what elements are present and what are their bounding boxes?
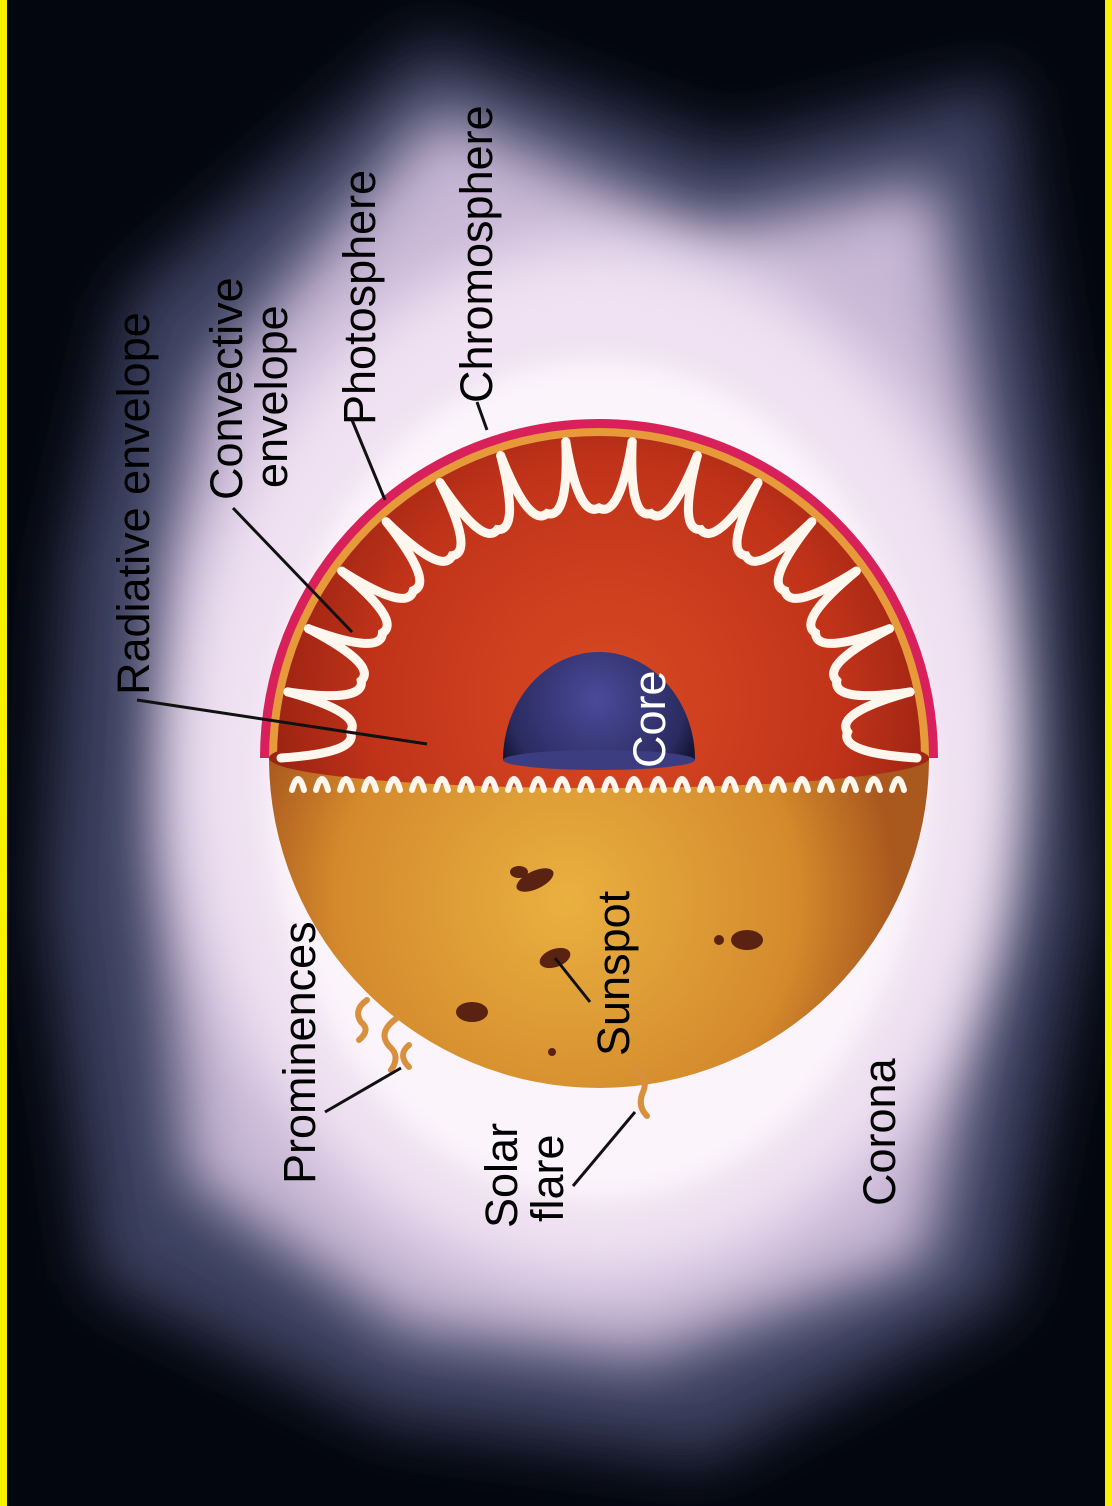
label-prominences: Prominences — [274, 921, 325, 1184]
diagram-svg: Radiative envelope Convective envelope P… — [7, 0, 1105, 1506]
label-photosphere: Photosphere — [334, 170, 385, 425]
label-solar: Solar — [476, 1123, 527, 1228]
label-radiative-envelope: Radiative envelope — [108, 312, 159, 695]
label-sunspot: Sunspot — [588, 890, 639, 1056]
label-corona: Corona — [854, 1057, 905, 1206]
label-envelope: envelope — [246, 305, 297, 488]
label-core: Core — [624, 670, 675, 768]
label-convective: Convective — [201, 277, 252, 500]
label-chromosphere: Chromosphere — [451, 105, 502, 403]
sun-structure-diagram: Radiative envelope Convective envelope P… — [7, 0, 1105, 1506]
label-flare: flare — [522, 1134, 573, 1222]
